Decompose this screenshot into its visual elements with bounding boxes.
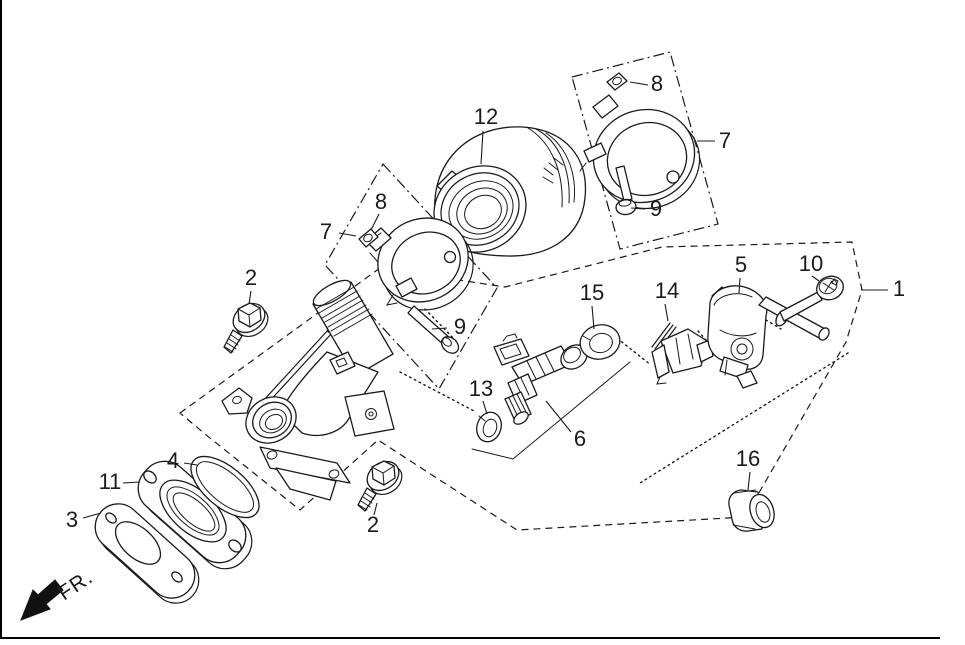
callout-12: 12 — [474, 104, 498, 129]
part-12-intake-duct — [433, 126, 587, 257]
part-2-bolt-lower — [357, 460, 403, 512]
part-8-nut-left — [358, 228, 379, 248]
boundary-band-set-upper — [571, 51, 719, 250]
injector-group-bracket — [471, 361, 631, 460]
part-15-oring — [579, 324, 621, 360]
callout-13: 13 — [469, 376, 493, 401]
callout-10: 10 — [799, 251, 823, 276]
callout-8-upper: 8 — [651, 71, 663, 96]
part-6-fuel-injector — [493, 333, 588, 425]
part-8-nut-upper — [606, 72, 628, 91]
callout-11: 11 — [99, 469, 122, 494]
part-7-band-upper — [579, 94, 701, 210]
callout-2-lower: 2 — [367, 512, 379, 537]
fr-label: FR. — [54, 565, 97, 605]
callout-8-left: 8 — [375, 189, 387, 214]
callout-1: 1 — [893, 276, 905, 301]
part-9-bolt-left — [407, 305, 460, 354]
assembly-axis-dotted-lines — [399, 308, 849, 484]
part-4-oring — [190, 455, 260, 519]
callout-16: 16 — [736, 446, 760, 471]
part-3-gasket — [94, 503, 200, 604]
part-throttle-body — [221, 279, 395, 501]
part-11-insulator — [137, 460, 253, 570]
boundary-assembly-1 — [179, 241, 863, 531]
part-10-screw — [779, 275, 844, 322]
callout-5: 5 — [735, 252, 747, 277]
callout-15: 15 — [580, 280, 604, 305]
part-14-clip — [651, 322, 714, 385]
callout-9-upper: 9 — [650, 196, 662, 221]
callout-9-left: 9 — [454, 314, 466, 339]
callout-14: 14 — [655, 278, 679, 303]
callout-leaders — [82, 81, 888, 519]
page-frame — [0, 0, 940, 639]
callout-7-upper: 7 — [719, 128, 731, 153]
callout-2-upper: 2 — [245, 265, 257, 290]
part-5-joint — [707, 285, 830, 389]
callout-6: 6 — [574, 426, 586, 451]
callout-labels: 8 7 12 9 8 7 2 9 15 14 5 10 1 13 6 4 11 … — [66, 71, 905, 537]
part-7-band-left — [365, 217, 474, 311]
callout-3: 3 — [66, 507, 78, 532]
part-9-bolt-upper — [615, 165, 637, 216]
callout-4: 4 — [167, 448, 179, 473]
callout-7-left: 7 — [320, 219, 332, 244]
part-2-bolt-upper — [223, 302, 269, 354]
front-arrow-icon — [20, 579, 64, 621]
part-13-oring-small — [476, 411, 502, 443]
part-16-cap — [728, 489, 775, 532]
fr-direction-arrow: FR. — [20, 565, 97, 621]
